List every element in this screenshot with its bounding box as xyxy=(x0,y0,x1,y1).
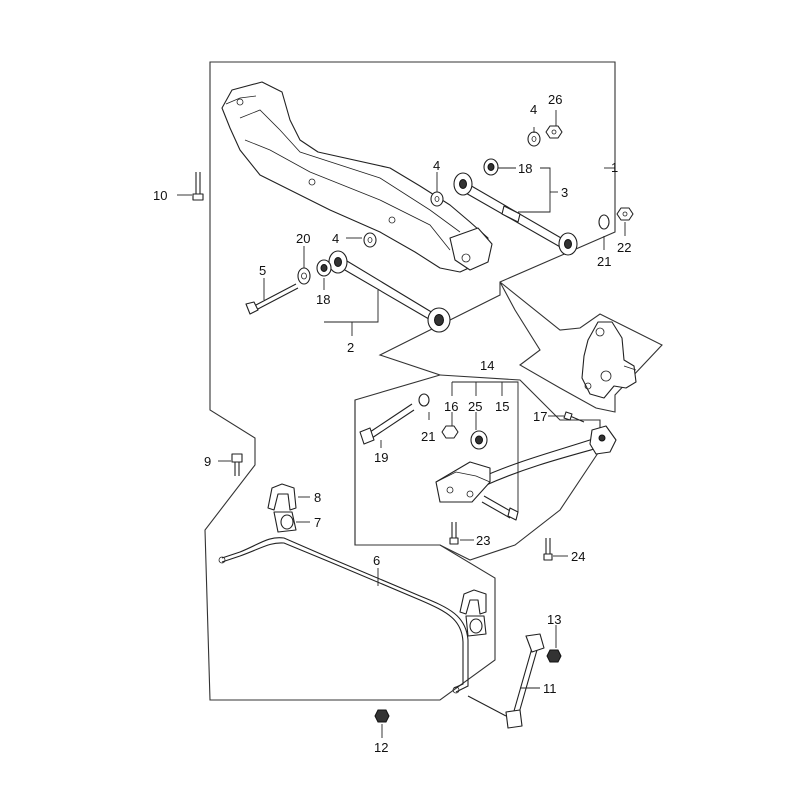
stabilizer-link-nut-lower xyxy=(374,709,390,723)
nut-right xyxy=(616,207,634,221)
trailing-arm xyxy=(479,425,617,487)
bolt-knuckle-small xyxy=(563,411,585,423)
bolt-stabilizer-clamp xyxy=(231,453,243,476)
bolt-vertical-24 xyxy=(543,538,553,561)
stabilizer-link xyxy=(467,633,545,729)
bolt-long-left xyxy=(245,283,299,315)
callout-14: 14 xyxy=(480,358,494,373)
trailing-arm-bushing xyxy=(470,430,488,450)
washer-right xyxy=(598,214,610,230)
callout-1: 1 xyxy=(611,160,618,175)
callout-20: 20 xyxy=(296,231,310,246)
washer-bracket xyxy=(418,393,430,407)
callout-26: 26 xyxy=(548,92,562,107)
bolt-bracket-horizontal xyxy=(481,495,519,521)
washer-top xyxy=(527,131,541,147)
callout-5: 5 xyxy=(259,263,266,278)
callout-22: 22 xyxy=(617,240,631,255)
stabilizer-clamp-left xyxy=(267,483,297,511)
bolt-crossmember xyxy=(192,172,204,201)
callout-11: 11 xyxy=(543,681,557,696)
callout-4-top: 4 xyxy=(530,102,537,117)
knuckle-frame-outline xyxy=(499,281,663,413)
callout-6: 6 xyxy=(373,553,380,568)
callout-18-lower: 18 xyxy=(316,292,330,307)
callout-25: 25 xyxy=(468,399,482,414)
rear-knuckle xyxy=(581,321,637,399)
bracket-nut xyxy=(441,425,459,439)
bushing-upper xyxy=(483,158,499,176)
callout-4-lower: 4 xyxy=(332,231,339,246)
callout-18-upper: 18 xyxy=(518,161,532,176)
callout-4-middle: 4 xyxy=(433,158,440,173)
lateral-link-upper xyxy=(453,172,578,256)
callout-8: 8 xyxy=(314,490,321,505)
stabilizer-bar xyxy=(218,537,469,694)
callout-13: 13 xyxy=(547,612,561,627)
lateral-link-lower xyxy=(328,250,451,333)
rear-crossmember xyxy=(221,81,493,273)
bushing-lower xyxy=(316,259,332,277)
stabilizer-bushing-right xyxy=(465,615,487,637)
callout-19: 19 xyxy=(374,450,388,465)
bolt-vertical-23 xyxy=(449,522,459,545)
callout-3: 3 xyxy=(561,185,568,200)
assembly-frame-outline xyxy=(204,61,616,701)
callout-16: 16 xyxy=(444,399,458,414)
washer-lower xyxy=(363,232,377,248)
stabilizer-clamp-right xyxy=(459,589,487,615)
callout-15: 15 xyxy=(495,399,509,414)
callout-7: 7 xyxy=(314,515,321,530)
washer-middle xyxy=(430,191,444,207)
subframe-frame-outline xyxy=(354,374,601,561)
trailing-arm-bracket xyxy=(435,461,491,503)
callout-21-right: 21 xyxy=(597,254,611,269)
stabilizer-bushing-left xyxy=(273,511,297,533)
callout-23: 23 xyxy=(476,533,490,548)
callout-24: 24 xyxy=(571,549,585,564)
callout-12: 12 xyxy=(374,740,388,755)
callout-21-bracket: 21 xyxy=(421,429,435,444)
nut-top xyxy=(545,125,563,139)
callout-2: 2 xyxy=(347,340,354,355)
leader-lines xyxy=(177,110,626,738)
stabilizer-link-nut-upper xyxy=(546,649,562,663)
callout-10: 10 xyxy=(153,188,167,203)
bolt-long-bracket xyxy=(359,403,415,445)
callout-17: 17 xyxy=(533,409,547,424)
callout-9: 9 xyxy=(204,454,211,469)
washer-large xyxy=(297,267,311,285)
